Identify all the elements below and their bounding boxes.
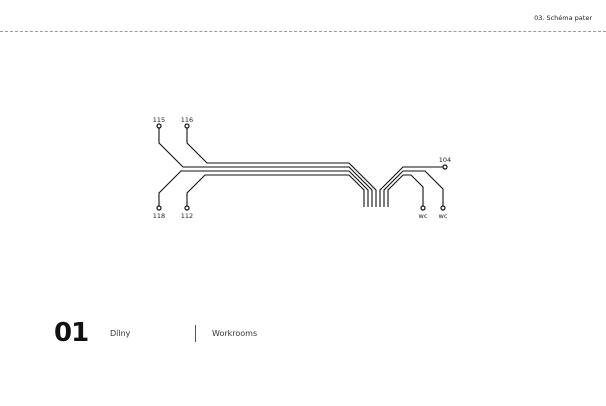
node-104: [442, 164, 448, 170]
section-title: 03. Schéma pater: [534, 14, 592, 22]
label-118: 118: [153, 212, 165, 220]
label-104: 104: [439, 156, 451, 164]
header-divider: [0, 31, 606, 32]
node-116: [184, 123, 190, 129]
trace-112: [186, 174, 365, 208]
label-116: 116: [181, 116, 193, 124]
trace-116: [186, 126, 377, 207]
node-115: [156, 123, 162, 129]
label-115: 115: [153, 116, 165, 124]
trace-115: [158, 126, 373, 207]
trace-104: [379, 166, 445, 207]
traces: [158, 126, 445, 208]
node-wc-2: [440, 205, 446, 211]
section-number: 01: [54, 318, 89, 348]
trace-wc-1: [387, 174, 424, 208]
label-czech: Dílny: [110, 329, 131, 338]
trace-118: [158, 170, 369, 208]
trace-wc-2: [383, 170, 444, 208]
label-english: Workrooms: [212, 329, 258, 338]
label-wc-1: wc: [419, 212, 428, 220]
label-wc-2: wc: [439, 212, 448, 220]
node-118: [156, 205, 162, 211]
label-divider: [195, 325, 196, 342]
node-112: [184, 205, 190, 211]
label-112: 112: [181, 212, 193, 220]
node-wc-1: [420, 205, 426, 211]
